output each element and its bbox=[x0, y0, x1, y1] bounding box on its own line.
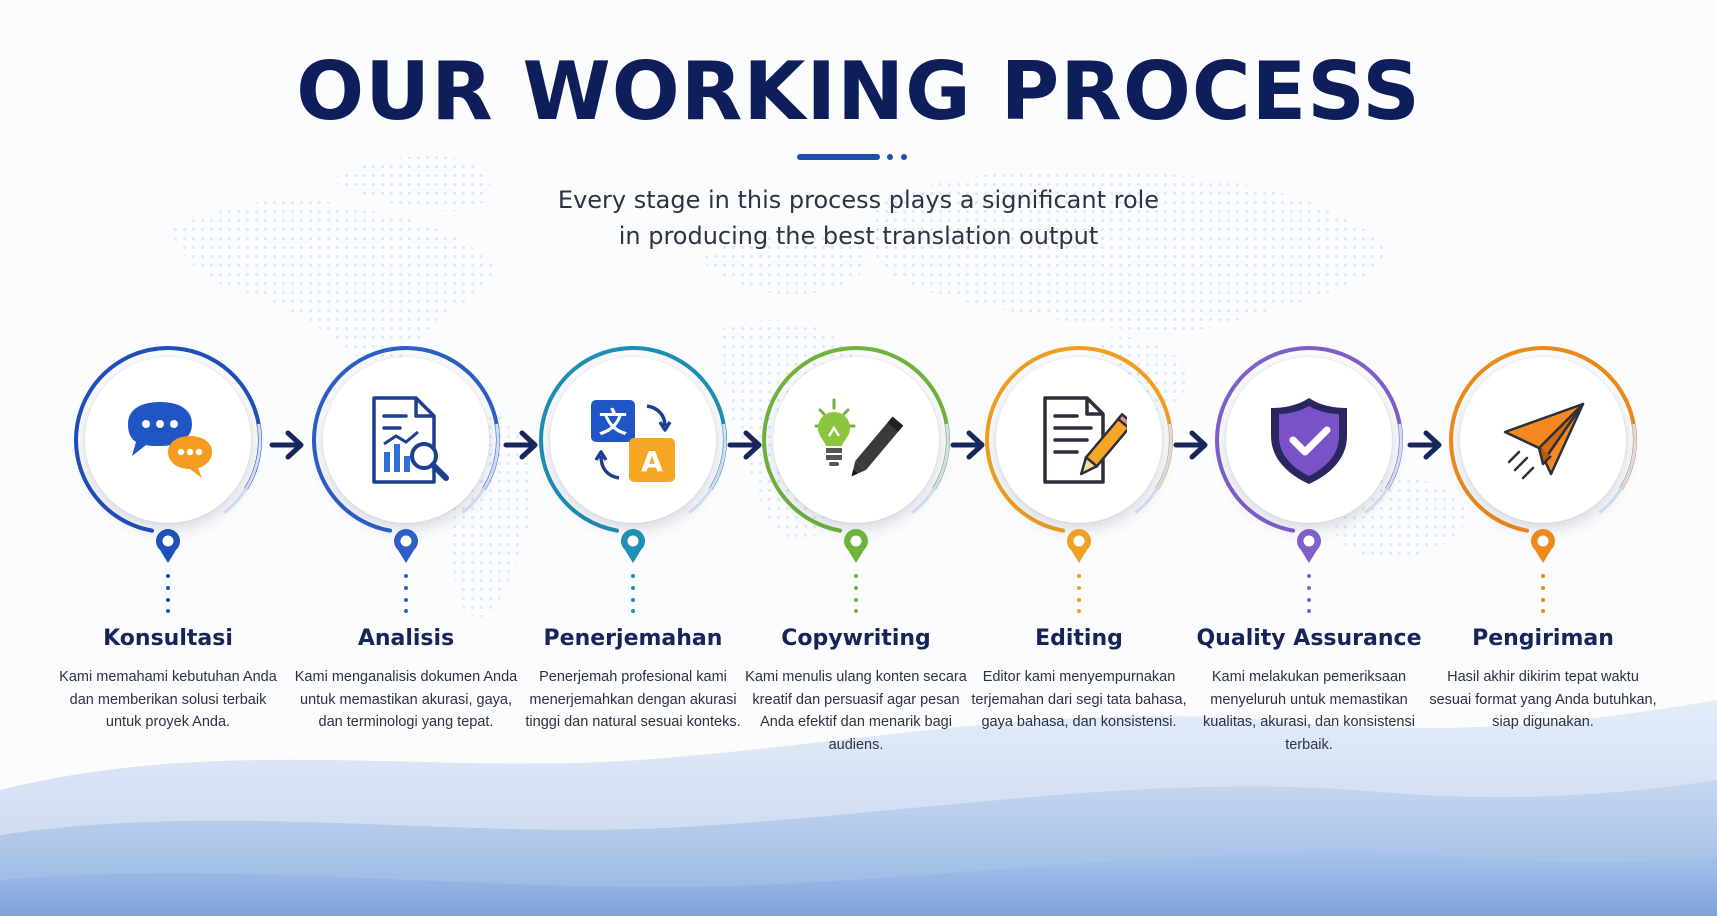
location-pin-icon bbox=[394, 529, 418, 563]
location-pin-icon bbox=[844, 529, 868, 563]
location-pin-icon bbox=[621, 529, 645, 563]
step-title: Quality Assurance bbox=[1196, 626, 1422, 651]
step-disc bbox=[996, 357, 1162, 523]
connector-dots bbox=[854, 574, 858, 613]
location-pin-icon bbox=[1297, 529, 1321, 563]
wave-front bbox=[0, 852, 1717, 916]
step-disc bbox=[773, 357, 939, 523]
svg-text:文: 文 bbox=[599, 406, 627, 439]
arrow-right-icon bbox=[1407, 430, 1442, 460]
connector-dots bbox=[166, 574, 170, 613]
step-ring bbox=[756, 340, 956, 540]
page-subtitle: Every stage in this process plays a sign… bbox=[0, 182, 1717, 254]
step-description: Kami menganalisis dokumen Anda untuk mem… bbox=[294, 669, 518, 730]
step-ring bbox=[306, 340, 506, 540]
ring-arc bbox=[762, 346, 950, 534]
process-step-editing: Editing Editor kami menyempurnakan terje… bbox=[964, 340, 1194, 760]
arrow-right-icon bbox=[269, 430, 304, 460]
translate-icon: 文 A bbox=[591, 400, 675, 482]
step-ring: 文 A bbox=[533, 340, 733, 540]
ring-arc bbox=[1449, 346, 1637, 534]
step-title: Copywriting bbox=[781, 626, 931, 651]
arrow-right-icon bbox=[950, 430, 985, 460]
arrow-right-icon bbox=[727, 430, 762, 460]
step-disc: 文 A bbox=[550, 357, 716, 523]
location-pin-icon bbox=[1531, 529, 1555, 563]
ring-arc bbox=[539, 346, 727, 534]
process-step-penerjemahan: 文 A Penerjemahan Penerjemah profesional … bbox=[518, 340, 748, 760]
subtitle-line-2: in producing the best translation output bbox=[618, 222, 1099, 250]
location-pin-icon bbox=[156, 529, 180, 563]
title-underline bbox=[797, 154, 921, 160]
ring-arc bbox=[74, 346, 262, 534]
connector-dots bbox=[404, 574, 408, 613]
step-description: Penerjemah profesional kami menerjemahka… bbox=[525, 669, 741, 730]
connector-dots bbox=[631, 574, 635, 613]
page-title: OUR WORKING PROCESS bbox=[296, 45, 1421, 138]
process-step-pengiriman: Pengiriman Hasil akhir dikirim tepat wak… bbox=[1428, 340, 1658, 760]
subtitle-line-1: Every stage in this process plays a sign… bbox=[557, 186, 1160, 214]
underline-dot bbox=[887, 154, 893, 160]
document-edit-icon bbox=[1043, 396, 1127, 484]
arrow-right-icon bbox=[1173, 430, 1208, 460]
step-title: Analisis bbox=[357, 626, 455, 651]
step-description: Editor kami menyempurnakan terjemahan da… bbox=[971, 669, 1187, 730]
ring-arc bbox=[311, 346, 500, 534]
arrow-right-icon bbox=[503, 430, 538, 460]
step-description: Kami menulis ulang konten secara kreatif… bbox=[745, 669, 967, 753]
connector-dots bbox=[1541, 574, 1545, 613]
step-ring bbox=[1443, 340, 1643, 540]
connector-dots bbox=[1307, 574, 1311, 613]
step-title: Konsultasi bbox=[103, 626, 233, 651]
step-ring bbox=[1209, 340, 1409, 540]
step-description: Kami melakukan pemeriksaan menyeluruh un… bbox=[1203, 669, 1415, 753]
shield-check-icon bbox=[1271, 398, 1347, 484]
ring-arc bbox=[985, 346, 1173, 534]
step-disc bbox=[1226, 357, 1392, 523]
step-disc bbox=[323, 357, 489, 523]
process-step-konsultasi: Konsultasi Kami memahami kebutuhan Anda … bbox=[53, 340, 283, 760]
process-step-quality-assurance: Quality Assurance Kami melakukan pemerik… bbox=[1194, 340, 1424, 760]
lightbulb-pencil-icon bbox=[814, 398, 904, 477]
step-ring bbox=[68, 340, 268, 540]
step-title: Penerjemahan bbox=[543, 626, 723, 651]
paper-plane-icon bbox=[1503, 402, 1585, 480]
step-disc bbox=[1460, 357, 1626, 523]
step-ring bbox=[979, 340, 1179, 540]
chat-bubbles-icon bbox=[128, 402, 212, 478]
step-disc bbox=[85, 357, 251, 523]
step-description: Hasil akhir dikirim tepat waktu sesuai f… bbox=[1429, 669, 1657, 730]
process-step-analisis: Analisis Kami menganalisis dokumen Anda … bbox=[291, 340, 521, 760]
connector-dots bbox=[1077, 574, 1081, 613]
step-title: Pengiriman bbox=[1472, 626, 1614, 651]
svg-text:A: A bbox=[641, 445, 663, 478]
underline-bar bbox=[797, 154, 880, 160]
step-title: Editing bbox=[1035, 626, 1123, 651]
step-description: Kami memahami kebutuhan Anda dan memberi… bbox=[59, 669, 277, 730]
location-pin-icon bbox=[1067, 529, 1091, 563]
process-step-copywriting: Copywriting Kami menulis ulang konten se… bbox=[741, 340, 971, 760]
document-analysis-icon bbox=[372, 396, 449, 484]
underline-dot bbox=[901, 154, 907, 160]
ring-arc bbox=[1215, 346, 1403, 534]
